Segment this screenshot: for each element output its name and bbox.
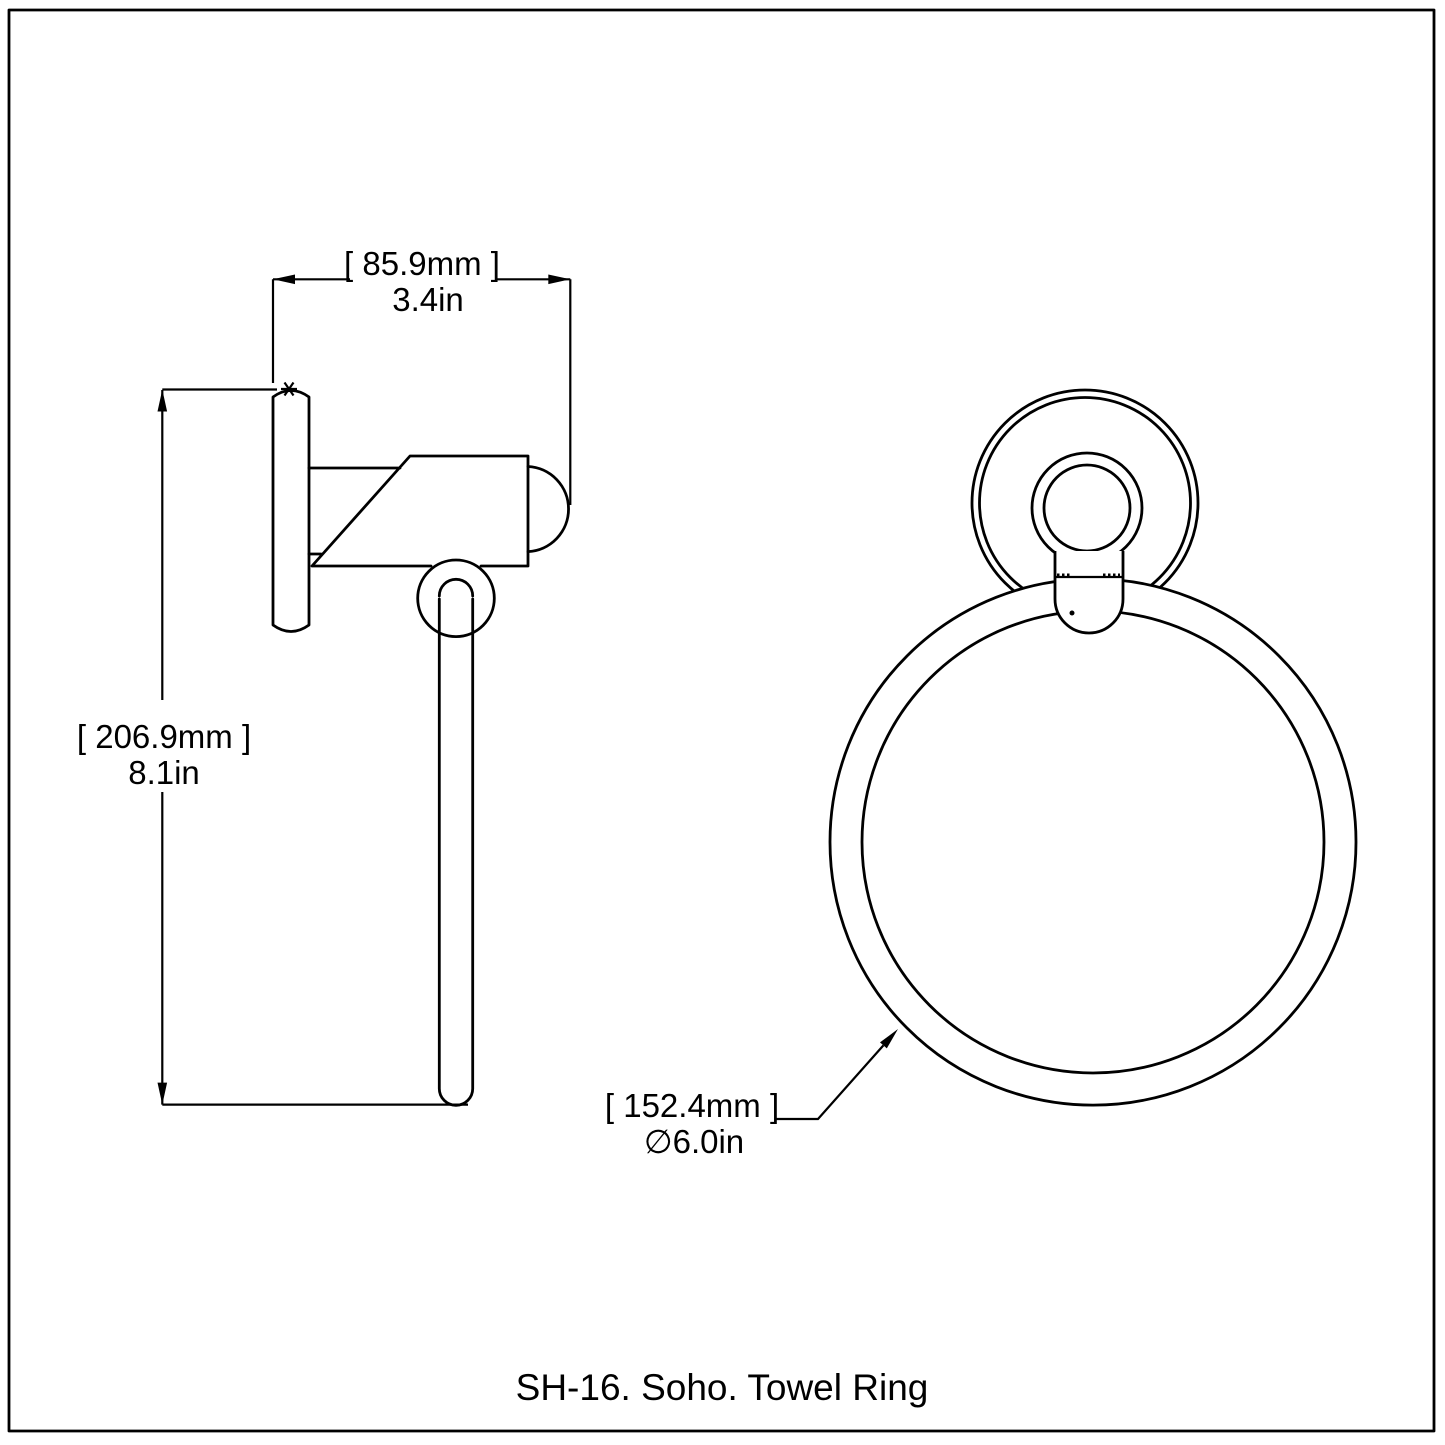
diameter-dimension: [ 152.4mm ] ∅6.0in	[605, 1029, 898, 1160]
height-arrow-top	[157, 389, 168, 412]
width-extension-lines	[271, 279, 572, 505]
ring-tube-top-cap-side	[437, 577, 475, 598]
width-arrow-left	[273, 274, 295, 285]
diameter-leader-line	[775, 1044, 885, 1121]
bracket-arm-side	[307, 454, 530, 568]
height-dimension: [ 206.9mm ] 8.1in	[77, 388, 468, 1106]
diameter-leader-arrow	[880, 1029, 898, 1049]
width-dimension: [ 85.9mm ] 3.4in	[271, 245, 572, 505]
height-extension-lines	[162, 388, 468, 1106]
width-arrow-right	[548, 274, 571, 285]
reference-asterisk-mark	[281, 381, 297, 397]
pivot-ball-side	[416, 558, 496, 638]
ball-end-side	[526, 465, 570, 553]
front-view: [ 152.4mm ] ∅6.0in	[605, 388, 1358, 1160]
ring-tube-side	[437, 597, 475, 1107]
width-dimension-metric-label: [ 85.9mm ]	[344, 245, 500, 282]
wall-plate-side	[271, 389, 311, 633]
diameter-dimension-imperial-label: ∅6.0in	[644, 1123, 744, 1160]
height-dimension-imperial-label: 8.1in	[128, 754, 200, 791]
height-dimension-metric-label: [ 206.9mm ]	[77, 718, 251, 755]
collar-ring-inner	[1042, 463, 1132, 553]
side-view: [ 85.9mm ] 3.4in [ 206.9mm ] 8.1in	[77, 245, 572, 1107]
sheet-border	[7, 8, 1436, 1433]
towel-ring-front	[828, 577, 1358, 1107]
detail-dot	[1069, 610, 1075, 616]
collar-ring-outer	[1030, 451, 1144, 565]
diameter-dimension-metric-label: [ 152.4mm ]	[605, 1087, 779, 1124]
height-arrow-bottom	[157, 1082, 168, 1105]
pivot-ball-front	[1053, 551, 1125, 635]
width-dimension-imperial-label: 3.4in	[392, 281, 464, 318]
drawing-caption: SH-16. Soho. Towel Ring	[516, 1367, 929, 1408]
